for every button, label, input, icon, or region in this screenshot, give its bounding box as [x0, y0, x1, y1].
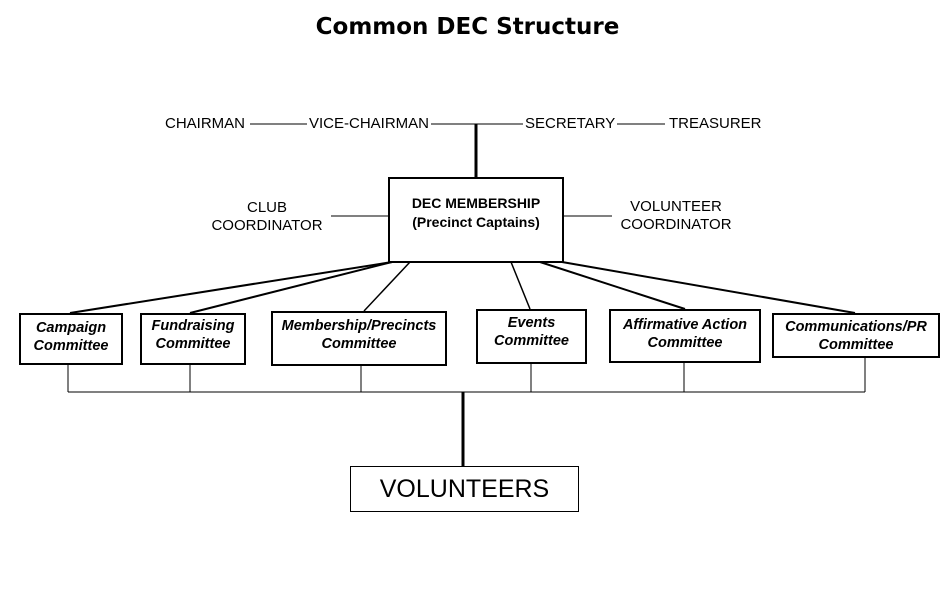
dec-to-communications-line — [561, 261, 856, 314]
club-coordinator: CLUB COORDINATOR — [211, 199, 323, 234]
officer-secretary: SECRETARY — [523, 115, 618, 133]
dec-to-affirmative-line — [539, 261, 686, 310]
officer-vice-chairman: VICE-CHAIRMAN — [307, 115, 432, 133]
committee-events: Events Committee — [476, 309, 587, 364]
committee-fundraising: Fundraising Committee — [140, 313, 246, 365]
officer-treasurer: TREASURER — [667, 115, 764, 133]
diagram-title: Common DEC Structure — [315, 14, 620, 40]
dec-to-campaign-line — [69, 261, 393, 314]
dec-membership-label: DEC MEMBERSHIP — [411, 195, 541, 211]
committee-communications-pr: Communications/PR Committee — [772, 313, 940, 358]
dec-to-events-line — [510, 261, 531, 310]
dec-membership-sublabel: (Precinct Captains) — [412, 214, 540, 230]
committee-membership-precincts: Membership/Precincts Committee — [271, 311, 447, 366]
officer-chairman: CHAIRMAN — [163, 115, 248, 133]
committee-campaign: Campaign Committee — [19, 313, 123, 365]
dec-membership-box: DEC MEMBERSHIP (Precinct Captains) — [388, 177, 564, 263]
volunteer-coordinator: VOLUNTEER COORDINATOR — [620, 198, 732, 233]
dec-to-fundraising-line — [189, 261, 393, 314]
dec-to-membership-line — [363, 261, 411, 312]
volunteers-box: VOLUNTEERS — [350, 466, 579, 512]
committee-affirmative-action: Affirmative Action Committee — [609, 309, 761, 363]
